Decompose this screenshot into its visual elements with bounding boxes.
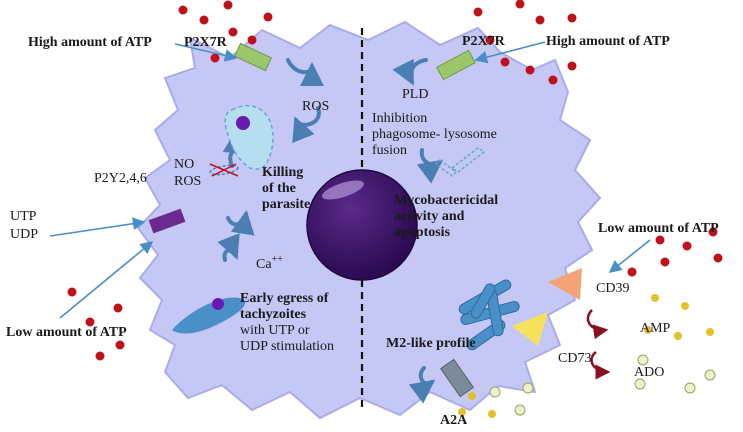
p2x7r-left-label: P2X7R <box>184 35 228 50</box>
pld-label: PLD <box>402 87 428 102</box>
inhibition-label-3: fusion <box>372 143 407 158</box>
phagosome <box>434 147 486 177</box>
arrows-straight <box>49 41 651 319</box>
ado-dots <box>489 354 716 416</box>
nucleus <box>306 169 418 281</box>
cd39-label: CD39 <box>596 281 629 296</box>
myco-label-2: activity and <box>394 209 465 224</box>
amp-dots <box>458 294 714 418</box>
low-atp-right-label: Low amount of ATP <box>598 221 719 236</box>
egress-label-1: Early egress of <box>240 291 329 306</box>
high-atp-left-label: High amount of ATP <box>28 35 152 50</box>
myco-label-1: Mycobactericidal <box>394 193 498 208</box>
p2x7r-receptor-left <box>233 42 273 72</box>
arrows-red <box>586 309 611 380</box>
mycobacteria <box>458 279 520 351</box>
killing-label-3: parasite <box>262 197 310 212</box>
cd39-enzyme <box>548 268 582 300</box>
utp-label: UTP <box>10 209 37 224</box>
cd73-enzyme <box>512 312 548 346</box>
atp-dots-top-right <box>473 0 577 85</box>
atp-dots-bottom-left <box>67 287 125 361</box>
calcium-label: Ca++ <box>256 254 283 272</box>
egress-label-4: UDP stimulation <box>240 339 334 354</box>
egress-label-3: with UTP or <box>240 323 310 338</box>
udp-label: UDP <box>10 227 38 242</box>
high-atp-right-label: High amount of ATP <box>546 34 670 49</box>
ado-label: ADO <box>634 365 664 380</box>
a2a-receptor <box>439 358 475 398</box>
p2y-label: P2Y2,4,6 <box>94 171 147 186</box>
inhibition-label-1: Inhibition <box>372 111 427 126</box>
tachyzoite <box>172 297 246 334</box>
ros-left-label: ROS <box>174 174 201 189</box>
amp-label: AMP <box>640 321 671 336</box>
no-label: NO <box>174 157 194 172</box>
egress-label-2: tachyzoites <box>240 307 307 322</box>
killing-label-1: Killing <box>262 165 303 180</box>
m2-label: M2-like profile <box>386 336 476 351</box>
p2x7r-right-label: P2X7R <box>462 34 506 49</box>
killing-label-2: of the <box>262 181 296 196</box>
atp-dots-right <box>627 227 723 277</box>
atp-dots-top-left <box>178 0 273 63</box>
ros-top-label: ROS <box>302 99 329 114</box>
p2y-receptor <box>148 208 186 234</box>
cd73-label: CD73 <box>558 351 591 366</box>
killed-parasite <box>209 163 239 177</box>
inhibition-label-2: phagosome- lysosome <box>372 127 497 142</box>
p2x7r-receptor-right <box>436 49 476 81</box>
a2a-label: A2A <box>440 413 468 428</box>
parasite-vacuole <box>224 104 274 170</box>
myco-label-3: apoptosis <box>394 225 451 240</box>
low-atp-left-label: Low amount of ATP <box>6 325 127 340</box>
